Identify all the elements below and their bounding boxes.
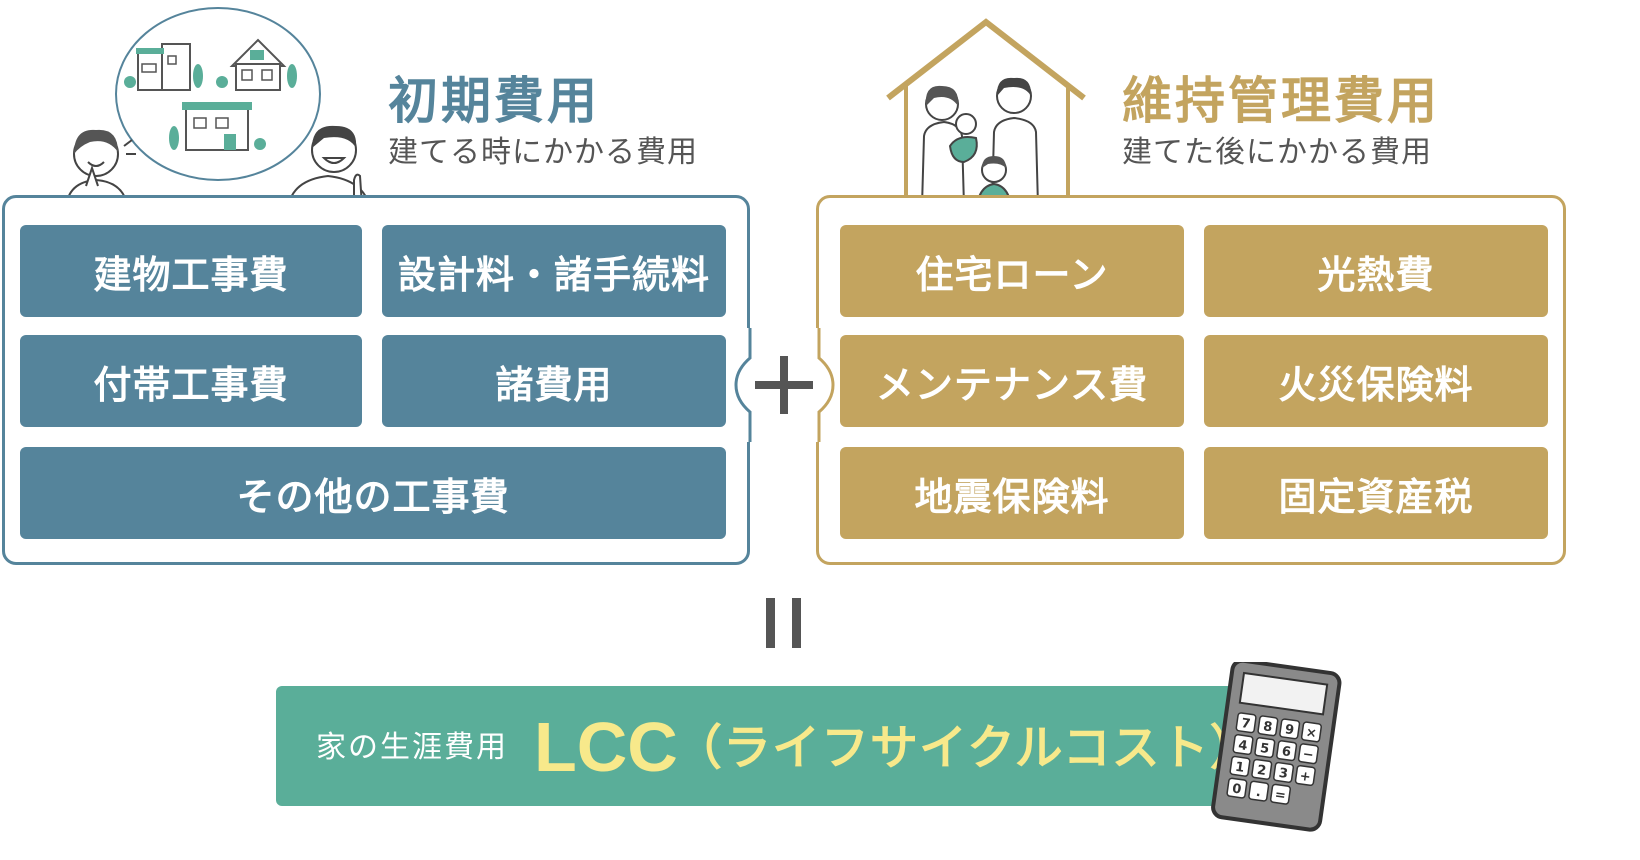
initial-item-other: その他の工事費 <box>20 447 726 539</box>
calculator-key-label: 3 <box>1278 766 1289 782</box>
maintenance-item-property-tax: 固定資産税 <box>1204 447 1548 539</box>
calculator-key-label: − <box>1302 747 1315 763</box>
calculator-key-label: 1 <box>1234 760 1245 776</box>
calculator-key-label: × <box>1305 725 1318 741</box>
maintenance-item-earthquake-insurance: 地震保険料 <box>840 447 1184 539</box>
calculator-key <box>1235 712 1257 734</box>
calculator-key <box>1232 734 1254 756</box>
lcc-full-name: （ライフサイクルコスト） <box>674 720 1259 776</box>
calculator-key-label: 0 <box>1231 782 1242 798</box>
initial-item-ancillary: 付帯工事費 <box>20 335 362 427</box>
calculator-key-label: + <box>1299 769 1312 785</box>
calculator-key <box>1276 740 1298 762</box>
initial-item-misc: 諸費用 <box>382 335 726 427</box>
calculator-key-label: 8 <box>1262 719 1273 735</box>
calculator-key <box>1294 764 1316 787</box>
calculator-key-label: 5 <box>1259 741 1270 757</box>
calculator-key <box>1269 783 1292 805</box>
calculator-key <box>1257 715 1279 737</box>
calculator-key-label: . <box>1255 785 1262 801</box>
calculator-key <box>1279 718 1301 740</box>
calculator-key <box>1273 761 1295 783</box>
houses-illustration <box>115 7 321 181</box>
maintenance-cost-subtitle: 建てた後にかかる費用 <box>1122 135 1432 170</box>
lcc-acronym: LCC <box>534 708 678 786</box>
maintenance-item-utilities: 光熱費 <box>1204 225 1548 317</box>
initial-cost-subtitle: 建てる時にかかる費用 <box>388 135 698 170</box>
calculator-key-label: 2 <box>1256 763 1267 779</box>
calculator-key-label: 7 <box>1240 716 1251 732</box>
calculator-key <box>1229 755 1251 777</box>
lcc-label: 家の生涯費用 <box>316 730 508 765</box>
calculator-key-label: 6 <box>1281 744 1292 760</box>
calculator-key-label: 4 <box>1237 738 1248 754</box>
calculator-key <box>1226 777 1248 799</box>
initial-cost-title: 初期費用 <box>388 72 600 130</box>
calculator-key <box>1254 737 1276 759</box>
calculator-key-label: 9 <box>1284 722 1295 738</box>
plus-connector <box>730 328 840 442</box>
lcc-result-bar <box>276 686 1266 806</box>
equals-symbol-bar-right <box>792 598 801 648</box>
initial-item-building: 建物工事費 <box>20 225 362 317</box>
maintenance-cost-title: 維持管理費用 <box>1122 72 1440 130</box>
calculator-key-label: = <box>1274 788 1287 804</box>
equals-symbol-bar-left <box>766 598 775 648</box>
calculator-key <box>1248 780 1270 802</box>
maintenance-item-fire-insurance: 火災保険料 <box>1204 335 1548 427</box>
calculator-key <box>1297 743 1319 765</box>
family-house-illustration <box>886 18 1086 212</box>
calculator-key <box>1251 758 1273 780</box>
maintenance-item-maintenance: メンテナンス費 <box>840 335 1184 427</box>
maintenance-item-loan: 住宅ローン <box>840 225 1184 317</box>
calculator-key <box>1300 721 1322 743</box>
initial-item-design: 設計料・諸手続料 <box>382 225 726 317</box>
